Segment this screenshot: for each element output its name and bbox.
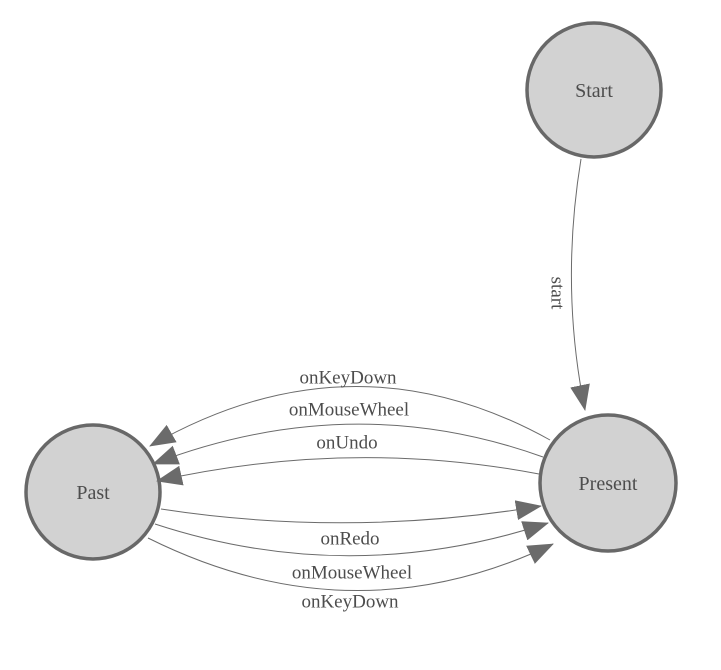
transition-edge-start-to-present-start: start	[546, 158, 590, 411]
transition-path-present-to-past-onundo	[156, 457, 540, 486]
state-node-circle-present	[538, 413, 678, 553]
transition-edge-past-to-present-onmousewheel: onMouseWheel	[154, 521, 549, 584]
transition-edge-present-to-past-onkeydown: onKeyDown	[149, 368, 551, 447]
transition-label-past-to-present-onkeydown: onKeyDown	[301, 592, 399, 613]
transition-label-past-to-present-onmousewheel: onMouseWheel	[292, 563, 412, 584]
state-node-circle-start	[525, 21, 663, 159]
transition-label-present-to-past-onkeydown: onKeyDown	[299, 368, 397, 389]
state-node-start: Start	[525, 21, 663, 159]
transition-edge-past-to-present-onredo: onRedo	[160, 500, 542, 550]
transition-edge-present-to-past-onmousewheel: onMouseWheel	[152, 400, 544, 465]
state-node-label-start: Start	[575, 80, 613, 102]
transition-path-past-to-present-onredo	[160, 500, 542, 524]
transition-label-present-to-past-onmousewheel: onMouseWheel	[289, 400, 409, 421]
transition-path-present-to-past-onmousewheel	[152, 423, 544, 465]
transition-path-past-to-present-onmousewheel	[154, 521, 549, 557]
transition-label-start-to-present-start: start	[546, 277, 567, 310]
state-node-past: Past	[24, 423, 162, 561]
transition-label-present-to-past-onundo: onUndo	[316, 433, 377, 454]
transition-edges: start onKeyDown onMouseWheel onUndo onRedo on…	[147, 158, 590, 613]
transition-path-present-to-past-onkeydown	[149, 385, 551, 447]
state-node-present: Present	[538, 413, 678, 553]
transition-edge-present-to-past-onundo: onUndo	[156, 433, 540, 486]
transition-path-past-to-present-onkeydown	[147, 537, 554, 592]
transition-edge-past-to-present-onkeydown: onKeyDown	[147, 537, 554, 613]
state-node-label-past: Past	[76, 482, 110, 504]
state-node-circle-past	[24, 423, 162, 561]
state-node-label-present: Present	[579, 473, 638, 495]
transition-path-start-to-present-start	[570, 158, 590, 411]
transition-label-past-to-present-onredo: onRedo	[320, 529, 379, 550]
